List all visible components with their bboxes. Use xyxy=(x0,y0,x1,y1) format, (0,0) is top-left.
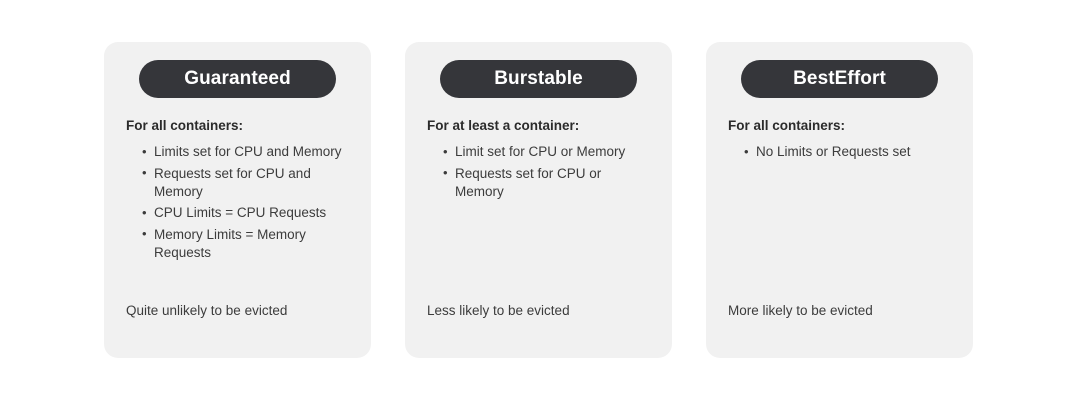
list-item: Memory Limits = Memory Requests xyxy=(142,225,349,263)
list-item: Requests set for CPU and Memory xyxy=(142,164,349,202)
card-subheading: For all containers: xyxy=(728,118,846,133)
pill-row: Burstable xyxy=(427,60,650,98)
eviction-likelihood-note: More likely to be evicted xyxy=(728,303,873,319)
eviction-likelihood-note: Less likely to be evicted xyxy=(427,303,570,319)
qos-class-badge-burstable: Burstable xyxy=(440,60,637,98)
qos-card-guaranteed: Guaranteed For all containers: Limits se… xyxy=(104,42,371,358)
qos-class-badge-guaranteed: Guaranteed xyxy=(139,60,336,98)
card-subheading: For all containers: xyxy=(126,118,244,133)
pill-row: Guaranteed xyxy=(126,60,349,98)
qos-class-badge-besteffort: BestEffort xyxy=(741,60,938,98)
requirements-list: No Limits or Requests set xyxy=(728,143,951,164)
requirements-list: Limit set for CPU or Memory Requests set… xyxy=(427,143,650,204)
eviction-likelihood-note: Quite unlikely to be evicted xyxy=(126,303,288,319)
pill-row: BestEffort xyxy=(728,60,951,98)
card-subheading: For at least a container: xyxy=(427,118,580,133)
qos-card-besteffort: BestEffort For all containers: No Limits… xyxy=(706,42,973,358)
qos-card-burstable: Burstable For at least a container: Limi… xyxy=(405,42,672,358)
list-item: CPU Limits = CPU Requests xyxy=(142,204,349,222)
list-item: No Limits or Requests set xyxy=(744,143,951,161)
card-list: Guaranteed For all containers: Limits se… xyxy=(0,42,1080,358)
requirements-list: Limits set for CPU and Memory Requests s… xyxy=(126,143,349,265)
list-item: Requests set for CPU or Memory xyxy=(443,164,650,202)
list-item: Limit set for CPU or Memory xyxy=(443,143,650,161)
list-item: Limits set for CPU and Memory xyxy=(142,143,349,161)
